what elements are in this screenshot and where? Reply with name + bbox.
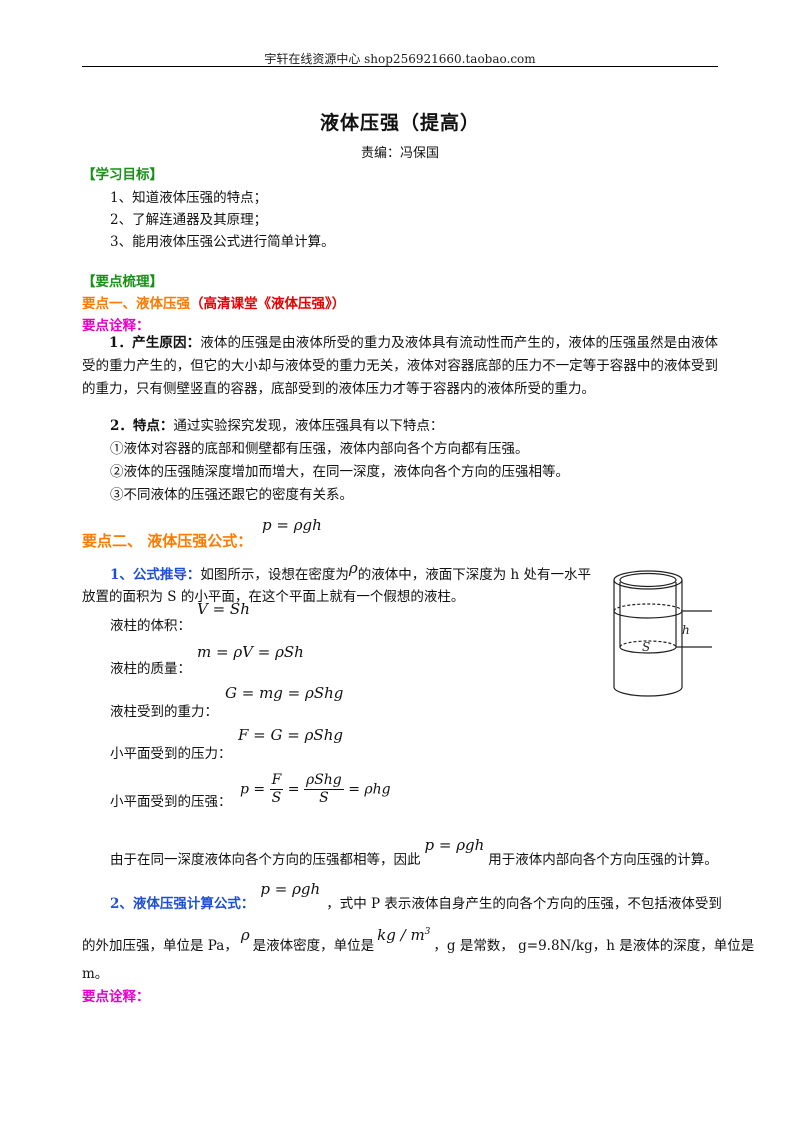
features-intro: 通过实验探究发现，液体压强具有以下特点：: [173, 418, 444, 434]
density-unit-exponent: 3: [424, 927, 431, 937]
points-heading: 【要点梳理】: [82, 274, 163, 290]
calc-formula: p = ρgh: [260, 880, 321, 898]
calc-line-3: m。: [82, 966, 109, 982]
force-label: 小平面受到的压力：: [110, 746, 232, 762]
force-formula: F = G = ρShg: [238, 726, 343, 744]
mass-formula: m = ρV = ρSh: [197, 643, 304, 661]
fraction-den-2: S: [319, 790, 329, 806]
pressure-eq: =: [287, 781, 300, 798]
goal-item-3: 3、能用液体压强公式进行简单计算。: [110, 234, 335, 250]
calc-text-2b: 是液体密度，单位是: [252, 938, 375, 954]
page-title: 液体压强（提高）: [319, 112, 480, 134]
conclusion-formula: p = ρgh: [424, 836, 485, 854]
density-unit-base: kg / m: [377, 926, 425, 944]
figure-surface-front: [613, 610, 683, 619]
feature-item-1: ①液体对容器的底部和侧壁都有压强，液体内部向各个方向都有压强。: [110, 441, 529, 457]
cause-paragraph: 1．产生原因：液体的压强是由液体所受的重力及液体具有流动性而产生的，液体的压强虽…: [82, 332, 718, 401]
fraction-num-2: ρShg: [303, 772, 344, 790]
figure-surface-back: [613, 603, 683, 612]
feature-item-2: ②液体的压强随深度增加而增大，在同一深度，液体向各个方向的压强相等。: [110, 464, 569, 480]
calc-text-2a: 的外加压强，单位是 Pa，: [82, 938, 238, 954]
calc-label: 2、液体压强计算公式：: [110, 896, 255, 912]
pressure-tail: = ρhg: [348, 781, 391, 798]
goal-item-2: 2、了解连通器及其原理；: [110, 212, 268, 228]
explain-label-1: 要点诠释：: [82, 318, 150, 334]
derive-line-2: 放置的面积为 S 的小平面，在这个平面上就有一个假想的液柱。: [82, 589, 465, 605]
features-line: 2．特点：通过实验探究发现，液体压强具有以下特点：: [110, 414, 443, 434]
calc-line-1: 2、液体压强计算公式： p = ρgh ，式中 P 表示液体自身产生的向各个方向的压…: [110, 880, 722, 912]
point1-title: 要点一、液体压强: [82, 296, 190, 312]
figure-label-s: S: [642, 640, 650, 654]
goals-heading: 【学习目标】: [82, 167, 163, 183]
cause-text: 液体的压强是由液体所受的重力及液体具有流动性而产生的，液体的压强虽然是由液体受的…: [82, 335, 718, 397]
fraction-num-1: F: [269, 772, 284, 790]
derive-text-1a: 如图所示，设想在密度为: [200, 567, 349, 583]
derive-text-1b: 的液体中，液面下深度为 h 处有一水平: [357, 567, 592, 583]
figure-inner-rim: [619, 572, 677, 588]
page-header: 宇轩在线资源中心 shop256921660.taobao.com: [264, 52, 536, 66]
gravity-label: 液柱受到的重力：: [110, 704, 218, 720]
editor-line: 责编：冯保国: [360, 146, 439, 161]
density-unit: kg / m3: [377, 926, 430, 944]
derive-line-1: 1、公式推导：如图所示，设想在密度为ρ的液体中，液面下深度为 h 处有一水平: [110, 559, 592, 583]
features-label: 2．特点：: [110, 418, 174, 434]
rho-symbol: ρ: [348, 559, 358, 577]
point1-heading: 要点一、液体压强（高清课堂《液体压强》）: [82, 292, 345, 312]
volume-formula: V = Sh: [197, 600, 250, 618]
point2-title: 要点二、 液体压强公式：: [82, 532, 253, 550]
figure-label-h: h: [682, 623, 690, 637]
fraction-den-1: S: [271, 790, 282, 806]
feature-item-3: ③不同液体的压强还跟它的密度有关系。: [110, 487, 353, 503]
calc-line-2: 的外加压强，单位是 Pa，ρ是液体密度，单位是kg / m3，g 是常数， g=…: [82, 926, 755, 954]
derive-label: 1、公式推导：: [110, 567, 201, 583]
conclusion-line: 由于在同一深度液体向各个方向的压强都相等，因此p = ρgh用于液体内部向各个方…: [110, 836, 718, 868]
mass-label: 液柱的质量：: [110, 661, 191, 677]
calc-text-2c: ，g 是常数， g=9.8N/kg，h 是液体的深度，单位是: [433, 938, 755, 954]
pressure-label: 小平面受到的压强：: [110, 794, 232, 810]
gravity-formula: G = mg = ρShg: [225, 684, 344, 702]
conclusion-text-a: 由于在同一深度液体向各个方向的压强都相等，因此: [110, 852, 421, 868]
explain-label-2: 要点诠释：: [82, 989, 150, 1005]
cause-label: 1．产生原因：: [109, 335, 201, 351]
point2-formula: p = ρgh: [262, 516, 322, 534]
calc-text-a: ，式中 P 表示液体自身产生的向各个方向的压强，不包括液体受到: [326, 896, 722, 912]
calc-rho-symbol: ρ: [240, 926, 250, 944]
header-rule: [82, 66, 718, 67]
goal-item-1: 1、知道液体压强的特点；: [110, 190, 268, 206]
conclusion-text-b: 用于液体内部向各个方向压强的计算。: [488, 852, 718, 868]
figure-plane-back: [619, 640, 677, 648]
liquid-column-figure: h S: [613, 570, 712, 697]
figure-bottom-edge: [613, 686, 683, 697]
figure-plane-front: [619, 646, 677, 654]
volume-label: 液柱的体积：: [110, 618, 191, 634]
point1-subtitle: （高清课堂《液体压强》）: [190, 296, 346, 312]
pressure-p: p =: [240, 781, 266, 798]
